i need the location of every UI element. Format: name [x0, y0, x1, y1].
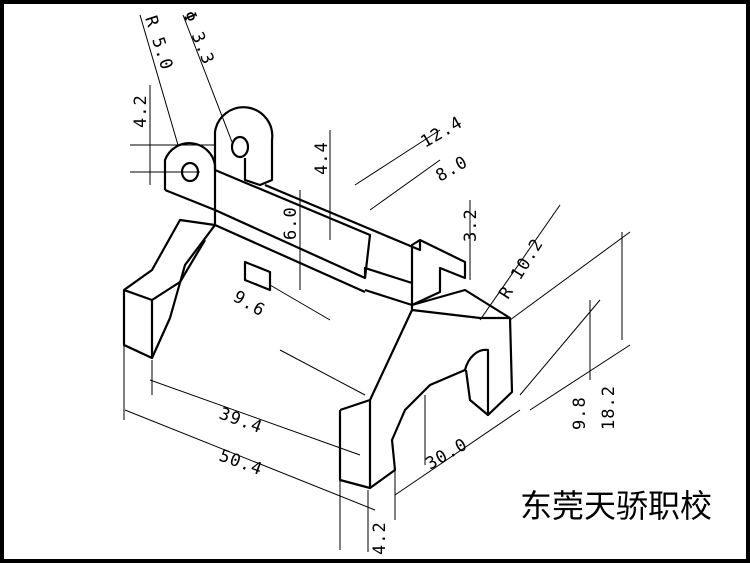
dim-6-0: 6.0 — [281, 206, 301, 240]
right-ear-hole — [230, 135, 250, 159]
dim-phi33: Φ 3.3 — [178, 8, 218, 68]
dim-3-2: 3.2 — [461, 208, 481, 242]
dim-r10-2: R 10.2 — [495, 235, 548, 303]
dim-8-0: 8.0 — [433, 152, 472, 186]
dim-12-4: 12.4 — [418, 113, 467, 153]
right-leg-front — [338, 368, 466, 490]
center-slot-back — [410, 238, 467, 306]
dim-30-0: 30.0 — [423, 435, 472, 475]
top-bar-upper — [264, 183, 422, 252]
left-leg-inner — [151, 239, 206, 301]
left-ear — [163, 142, 217, 210]
right-leg — [339, 288, 514, 417]
right-leg-top — [411, 308, 510, 320]
left-leg — [122, 218, 217, 360]
isometric-part-drawing: R 5.0 Φ 3.3 4.2 4.4 12.4 8.0 6.0 3.2 R 1… — [122, 8, 631, 555]
right-arch — [463, 348, 490, 415]
dimension-labels: R 5.0 Φ 3.3 4.2 4.4 12.4 8.0 6.0 3.2 R 1… — [131, 8, 619, 555]
dim-4-4: 4.4 — [312, 141, 332, 175]
dim-4-2-bottom: 4.2 — [370, 521, 390, 555]
dim-50-4: 50.4 — [216, 446, 265, 480]
dim-r50: R 5.0 — [140, 13, 176, 73]
right-ear — [213, 106, 274, 187]
dim-4-2-top: 4.2 — [131, 94, 151, 128]
center-slot — [363, 266, 414, 307]
dim-18-2: 18.2 — [599, 385, 619, 430]
dim-9-6: 9.6 — [230, 287, 269, 321]
school-watermark: 东莞天骄职校 — [515, 479, 716, 529]
dim-9-8: 9.8 — [570, 396, 590, 430]
top-bar-front — [213, 210, 366, 294]
small-tab — [243, 260, 272, 292]
dim-39-4: 39.4 — [216, 404, 265, 438]
dimension-lines — [123, 14, 631, 552]
part-outline — [122, 106, 514, 490]
